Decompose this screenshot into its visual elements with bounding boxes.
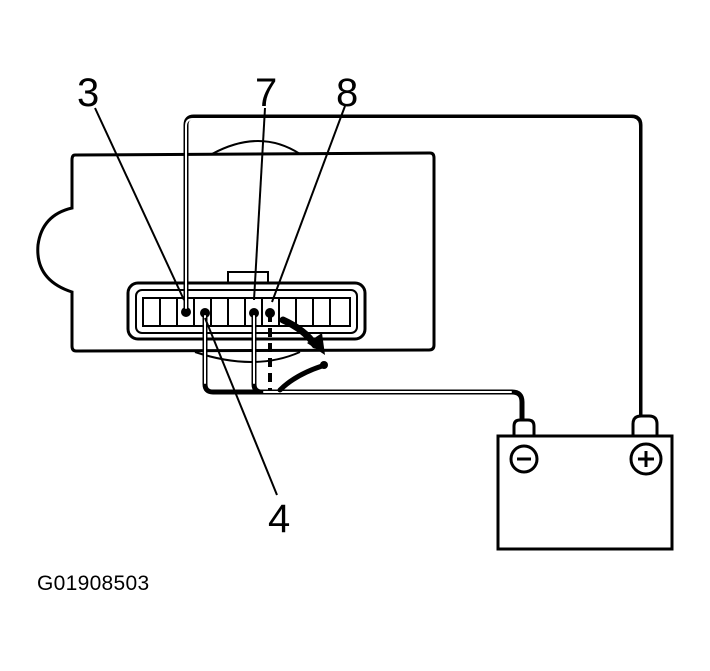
callout-8: 8 — [336, 71, 358, 115]
positive-terminal-icon — [629, 442, 663, 476]
figure-caption: G01908503 — [37, 572, 150, 595]
battery — [496, 414, 674, 551]
test-wires — [183, 114, 643, 423]
callout-leaders — [94, 105, 346, 496]
negative-terminal-icon — [509, 444, 539, 474]
callout-7: 7 — [255, 71, 277, 115]
connector — [126, 271, 367, 341]
curved-arrow-icon — [279, 316, 325, 355]
callout-4: 4 — [268, 497, 290, 541]
callout-3: 3 — [77, 71, 99, 115]
